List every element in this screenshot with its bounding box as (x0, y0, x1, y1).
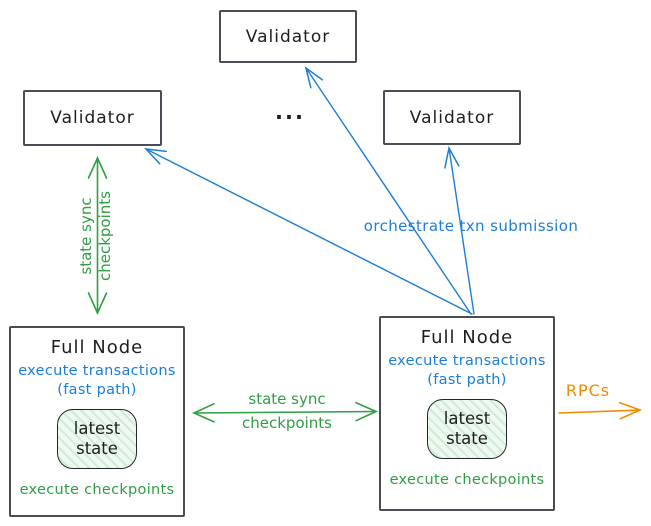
full-node-title: Full Node (50, 337, 144, 358)
full-node-box-left: Full Node execute transactions (fast pat… (9, 326, 185, 517)
validators-ellipsis: ... (275, 100, 305, 124)
latest-state-label-line2: state (446, 429, 488, 448)
execute-checkpoints-label: execute checkpoints (19, 482, 175, 498)
fast-path-label: (fast path) (427, 372, 507, 388)
validator-box-left: Validator (23, 90, 162, 146)
state-sync-vertical-label-line1: state sync (77, 197, 95, 275)
orchestrate-arrow-top (306, 68, 472, 315)
full-node-title: Full Node (420, 327, 514, 348)
execute-checkpoints-label: execute checkpoints (389, 472, 545, 488)
full-node-box-right: Full Node execute transactions (fast pat… (379, 316, 555, 511)
latest-state-box: latest state (57, 409, 137, 469)
state-sync-vertical-label-line2: checkpoints (96, 191, 114, 281)
latest-state-label-line2: state (76, 439, 118, 458)
validator-label: Validator (50, 108, 135, 128)
validator-box-top: Validator (219, 10, 357, 63)
latest-state-box: latest state (427, 399, 507, 459)
orchestrate-arrow-right (449, 148, 475, 315)
state-sync-vertical-label: state sync checkpoints (77, 176, 117, 296)
validator-label: Validator (245, 26, 331, 47)
orchestrate-txn-submission-label: orchestrate txn submission (363, 217, 579, 235)
state-sync-horizontal-arrow (192, 401, 378, 423)
latest-state-label-line1: latest (73, 419, 121, 438)
latest-state-label-line1: latest (443, 409, 491, 428)
validator-label: Validator (409, 107, 495, 128)
execute-transactions-label: execute transactions (388, 353, 546, 369)
rpcs-arrow (558, 410, 640, 413)
rpcs-label: RPCs (565, 381, 611, 400)
fast-path-label: (fast path) (57, 382, 137, 398)
validator-box-right: Validator (383, 90, 521, 145)
state-sync-horizontal-label-line1: state sync (248, 390, 326, 408)
orchestrate-arrow-left (146, 149, 473, 315)
execute-transactions-label: execute transactions (18, 363, 176, 379)
state-sync-horizontal-label-line2: checkpoints (242, 414, 332, 432)
